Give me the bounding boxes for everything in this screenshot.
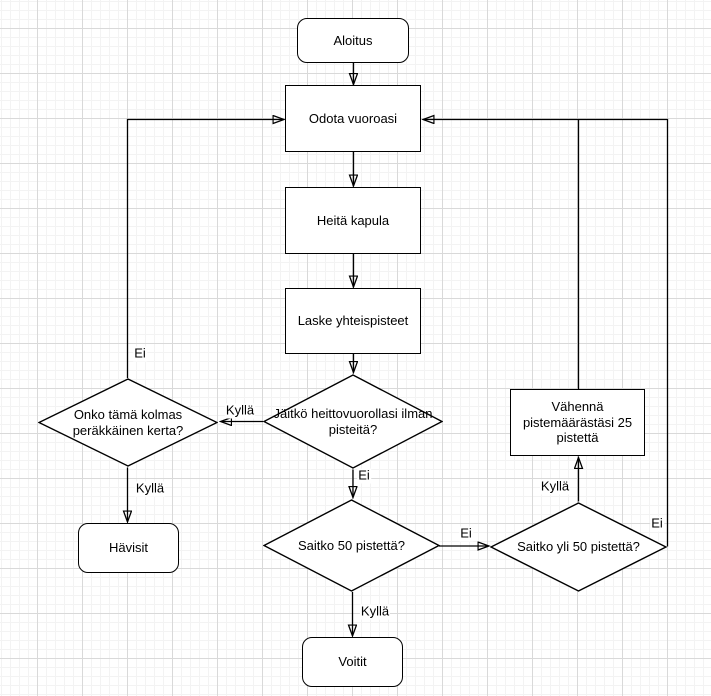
edge-label-no-points-no: Ei <box>357 467 371 484</box>
edge-label-no-points-yes: Kyllä <box>224 402 256 419</box>
node-subtract-points[interactable]: Vähennä pistemäärästäsi 25 pistettä <box>510 389 645 456</box>
node-start[interactable]: Aloitus <box>297 18 409 63</box>
edge-thirdtime-no-to-wait <box>126 120 284 378</box>
node-over-fifty-question-label: Saitko yli 50 pistettä? <box>517 539 640 555</box>
diamond-shape <box>490 502 667 592</box>
node-count-points-label: Laske yhteispisteet <box>297 313 409 329</box>
node-fifty-question[interactable]: Saitko 50 pistettä? <box>263 499 440 592</box>
node-subtract-points-label: Vähennä pistemäärästäsi 25 pistettä <box>522 399 633 446</box>
node-no-points-question[interactable]: Jäitkö heittovuorollasi ilman pisteitä? <box>263 374 443 469</box>
node-over-fifty-question[interactable]: Saitko yli 50 pistettä? <box>490 502 667 592</box>
node-start-label: Aloitus <box>333 32 373 48</box>
edge-label-over-fifty-no: Ei <box>650 515 664 532</box>
node-third-time-question[interactable]: Onko tämä kolmas peräkkäinen kerta? <box>38 378 218 467</box>
node-lose[interactable]: Hävisit <box>78 523 179 573</box>
edge-label-fifty-yes: Kyllä <box>359 603 391 620</box>
diamond-shape <box>263 499 440 592</box>
edge-label-over-fifty-yes: Kyllä <box>539 478 571 495</box>
node-throw-pin-label: Heitä kapula <box>316 212 390 228</box>
edge-overfifty-no-to-wait <box>424 120 669 547</box>
node-count-points[interactable]: Laske yhteispisteet <box>285 288 421 354</box>
node-win[interactable]: Voitit <box>302 637 403 687</box>
node-throw-pin[interactable]: Heitä kapula <box>285 187 421 254</box>
edge-label-third-time-no: Ei <box>133 345 147 362</box>
node-wait-turn[interactable]: Odota vuoroasi <box>285 85 421 152</box>
node-win-label: Voitit <box>338 654 367 670</box>
diamond-shape <box>263 374 443 469</box>
node-third-time-question-label: Onko tämä kolmas peräkkäinen kerta? <box>72 406 184 438</box>
edge-label-fifty-no: Ei <box>459 525 473 542</box>
node-lose-label: Hävisit <box>108 540 148 556</box>
node-wait-turn-label: Odota vuoroasi <box>308 110 398 126</box>
node-fifty-question-label: Saitko 50 pistettä? <box>298 537 405 553</box>
edge-label-third-time-yes: Kyllä <box>134 480 166 497</box>
diamond-shape <box>38 378 218 467</box>
node-no-points-question-label: Jäitkö heittovuorollasi ilman pisteitä? <box>273 405 433 437</box>
